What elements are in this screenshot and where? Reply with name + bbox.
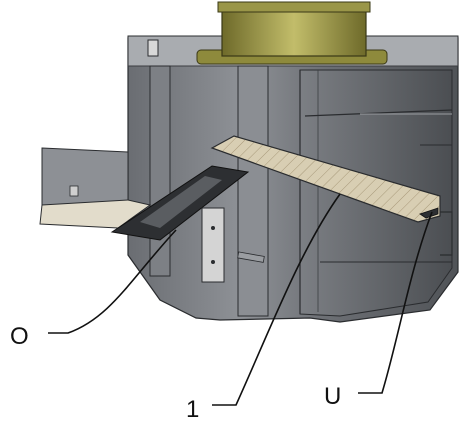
flange-rim [217, 1, 371, 13]
plate-hole-bottom [211, 260, 215, 264]
left-post [149, 65, 171, 277]
center-post [237, 65, 269, 317]
left-chute-floor [39, 199, 152, 229]
bolt-icon [147, 39, 159, 57]
leader-line-o [48, 229, 177, 334]
small-pin [237, 251, 265, 263]
deflector-o-sheen [140, 176, 222, 228]
callout-label-o: O [10, 323, 29, 350]
shelf-1 [304, 109, 453, 117]
chute-bolt-icon [69, 185, 79, 197]
u-profile [419, 207, 439, 219]
leader-line-1 [212, 193, 341, 406]
callout-label-1: 1 [186, 396, 199, 423]
flange-collar [221, 5, 367, 57]
hanging-plate [201, 207, 225, 283]
inclined-plate-1 [210, 135, 441, 223]
leader-line-u [358, 211, 433, 394]
callout-label-u: U [324, 383, 341, 410]
right-bracket [440, 211, 453, 256]
plate-hole-top [211, 226, 215, 230]
